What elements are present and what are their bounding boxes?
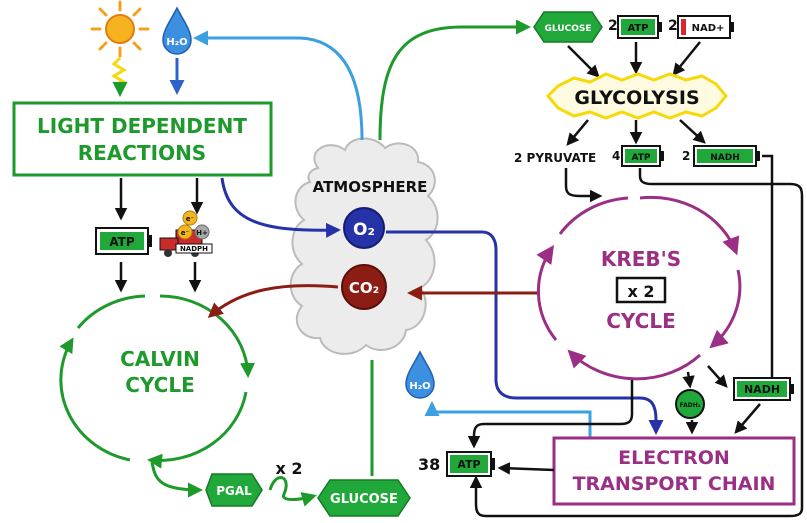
water-drop-icon-bottom: H₂O	[405, 350, 435, 399]
atp-battery-left: ATP	[95, 227, 152, 255]
glucose-label-top: GLUCOSE	[545, 24, 592, 34]
calvin-to-pgal-arrow	[150, 461, 203, 498]
electron-transport-chain-box	[552, 436, 796, 506]
light-dependent-title-line2: REACTIONS	[78, 141, 206, 165]
pgal-multiplier: x 2	[275, 459, 302, 478]
atp-label-output: ATP	[631, 153, 650, 163]
glucose-label-bottom: GLUCOSE	[330, 492, 398, 507]
krebs-title-line3: CYCLE	[606, 309, 676, 333]
oxygen-molecule: O₂	[343, 207, 385, 249]
atp-label-final: ATP	[457, 458, 480, 471]
electron-label-2: e⁻	[181, 229, 190, 237]
nadh-output-count: 2	[682, 149, 690, 163]
carbon-dioxide-molecule: CO₂	[341, 264, 387, 310]
glucose-to-glycolysis-arrow	[567, 45, 600, 78]
etc-title-line2: TRANSPORT CHAIN	[573, 473, 776, 495]
proton-label: H+	[196, 229, 208, 237]
glucose-hexagon-bottom: GLUCOSE	[317, 479, 411, 517]
atmosphere-to-glucose-arrow	[378, 19, 531, 141]
krebs-title-line1: KREB'S	[601, 247, 681, 271]
two-pyruvate-label: 2 PYRUVATE	[514, 151, 596, 165]
h2o-label-bottom: H₂O	[409, 381, 430, 392]
atp-label-left: ATP	[109, 235, 135, 249]
glycolysis-starburst: GLYCOLYSIS	[545, 72, 728, 120]
glycolysis-to-pyruvate-arrow	[566, 119, 589, 146]
o2-to-etc-arrow	[386, 230, 664, 435]
calvin-cycle	[59, 294, 256, 469]
calvin-title-line1: CALVIN	[120, 347, 200, 371]
pgal-shape: PGAL	[205, 473, 263, 507]
krebs-to-nadh-arrow	[707, 365, 728, 388]
light-dependent-title-line1: LIGHT DEPENDENT	[37, 114, 247, 138]
nadh-glycolysis-to-etc-line	[762, 154, 774, 400]
nadh-krebs-to-etc-arrow	[734, 403, 761, 434]
krebs-multiplier-label: x 2	[627, 282, 654, 301]
etc-to-h2o-arrow	[424, 401, 592, 438]
etc-title-line1: ELECTRON	[618, 447, 730, 469]
etc-to-38atp-arrow	[497, 462, 555, 475]
krebs-to-38atp-arrow	[467, 380, 634, 449]
fadh2-label: FADH₂	[680, 402, 701, 409]
atp-output-to-etc-line	[469, 168, 804, 518]
atp-battery-input: ATP	[617, 15, 662, 39]
krebs-cycle	[536, 195, 742, 381]
final-atp-count: 38	[418, 455, 440, 474]
glycolysis-label: GLYCOLYSIS	[574, 87, 699, 109]
co2-to-calvin-arrow	[207, 284, 339, 318]
sun-icon	[90, 0, 150, 58]
nadh-battery-glycolysis: NADH	[693, 145, 760, 167]
glycolysis-to-nadh-arrow	[679, 119, 706, 144]
electron-label-1: e⁻	[186, 215, 195, 223]
krebs-multiplier-box	[615, 276, 667, 304]
nadph-truck-icon: e⁻ e⁻ H+ NADPH	[159, 210, 213, 257]
pgal-to-glucose-arrow	[268, 476, 317, 507]
atmosphere-to-h2o-arrow	[193, 30, 364, 141]
glucose-hexagon-top: GLUCOSE	[533, 11, 603, 43]
atp-label-input: ATP	[627, 23, 648, 34]
nad-plus-label: NAD+	[692, 23, 725, 34]
light-to-o2-arrow	[220, 177, 341, 238]
atp-battery-output: ATP	[621, 145, 664, 167]
o2-label: O₂	[353, 220, 375, 240]
light-dependent-box	[12, 101, 273, 177]
nad-input-count: 2	[668, 18, 678, 34]
nadh-battery-krebs: NADH	[733, 377, 794, 401]
nad-plus-battery: NAD+	[677, 15, 734, 39]
atmosphere-label: ATMOSPHERE	[313, 178, 428, 196]
atp-input-count: 2	[608, 18, 618, 34]
calvin-title-line2: CYCLE	[125, 373, 195, 397]
h2o-label-top: H₂O	[166, 37, 187, 48]
nadh-label-krebs: NADH	[744, 383, 780, 396]
krebs-to-fadh2-arrow	[682, 371, 695, 389]
nadph-label: NADPH	[180, 245, 208, 253]
nad-to-glycolysis-arrow	[672, 41, 701, 76]
atp-battery-final: ATP	[446, 451, 495, 477]
nadh-label-glycolysis: NADH	[710, 153, 740, 163]
pyruvate-to-krebs-arrow	[564, 168, 603, 203]
pgal-label: PGAL	[216, 484, 252, 498]
water-drop-icon-top: H₂O	[162, 6, 192, 55]
co2-label: CO₂	[349, 279, 379, 297]
fadh2-molecule: FADH₂	[675, 389, 705, 419]
atp-output-count: 4	[612, 149, 620, 163]
